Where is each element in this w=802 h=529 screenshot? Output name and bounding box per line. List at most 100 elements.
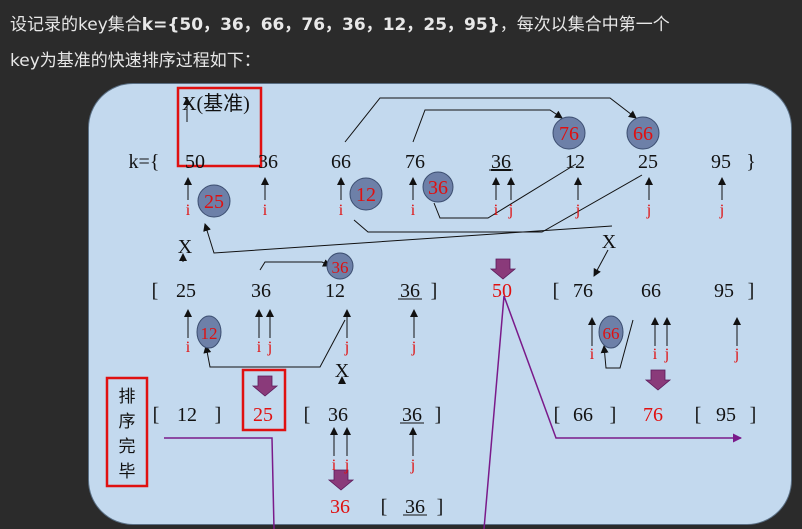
row1-item: 50: [185, 151, 205, 173]
pointer-i: i: [186, 339, 191, 356]
row2-left-item: 25: [176, 280, 196, 302]
intro-text-c: ，每次以集合中第一个: [499, 15, 670, 35]
row2-right-item: 66: [641, 280, 661, 302]
pointer-j: j: [411, 339, 416, 356]
subresult-highlight-box: [241, 368, 287, 432]
pointer-i: i: [186, 202, 191, 219]
bracket-open: [: [381, 496, 388, 518]
done-char: 毕: [119, 462, 136, 482]
partition-connectors: [164, 295, 742, 529]
row2-right-item: 95: [714, 280, 734, 302]
swap-circle: [422, 171, 454, 203]
row-2: [ 25 36 12 36 ] 50 [ 76 66 95 ]: [152, 280, 755, 302]
pointer-j: j: [664, 346, 669, 363]
row1-item: 76: [405, 151, 425, 173]
row-3: [ 12 ] 25 [ 36 36 ] [ 66 ] 76 [ 95 ]: [153, 404, 757, 426]
pointer-j: j: [719, 202, 724, 219]
bracket-close: ]: [437, 496, 444, 518]
row3-item: 95: [716, 404, 736, 426]
row1-item: 66: [331, 151, 351, 173]
pointer-i: i: [339, 202, 344, 219]
bracket-open: [: [304, 404, 311, 426]
bracket-open: [: [153, 404, 160, 426]
done-note: 排 序 完 毕: [119, 387, 136, 482]
pointer-i: i: [590, 346, 595, 363]
bracket-open: [: [554, 404, 561, 426]
pointer-j: j: [344, 457, 349, 474]
bracket-close: ]: [431, 280, 438, 302]
down-arrow-icon: [644, 369, 672, 391]
row2-left-item: 12: [325, 280, 345, 302]
done-char: 序: [119, 412, 136, 432]
circle-value: 12: [201, 324, 218, 343]
swap-circle: [626, 116, 660, 150]
row2-pivot: 50: [492, 280, 512, 302]
bracket-close: ]: [215, 404, 222, 426]
pointer-j: j: [646, 202, 651, 219]
row1-pointers: i i i i i j j j j: [186, 202, 724, 219]
pointer-j: j: [734, 346, 739, 363]
row3-item: 25: [253, 404, 273, 426]
pointer-i: i: [411, 202, 416, 219]
x-mark: X: [602, 231, 617, 253]
key-set-text: k={50，36，66，76，36，12，25，95}: [141, 15, 500, 35]
pointer-i: i: [257, 339, 262, 356]
pointer-j: j: [344, 339, 349, 356]
pointer-j: j: [410, 457, 415, 474]
row3-item: 36: [402, 404, 422, 426]
pivot-note: X(基准): [182, 92, 250, 115]
row-4: 36 [ 36 ]: [330, 496, 443, 518]
pointer-j: j: [508, 202, 513, 219]
row3-item: 12: [177, 404, 197, 426]
row3-pointers: i j j: [332, 457, 415, 474]
row3-item: 36: [328, 404, 348, 426]
bracket-open: [: [553, 280, 560, 302]
row2-left-item: 36: [400, 280, 420, 302]
circle-value: 76: [559, 123, 579, 145]
bracket-close: ]: [435, 404, 442, 426]
done-char: 排: [119, 387, 136, 407]
intro-line-2: key为基准的快速排序过程如下：: [10, 51, 261, 71]
swap-circles: [196, 116, 660, 349]
pointer-i: i: [494, 202, 499, 219]
bracket-close: ]: [748, 280, 755, 302]
done-char: 完: [119, 437, 136, 457]
circle-value: 66: [603, 324, 620, 343]
row3-item: 76: [643, 404, 663, 426]
row4-item: 36: [405, 496, 425, 518]
x-mark: X: [178, 236, 193, 258]
pivot-highlight-box: [176, 86, 263, 168]
row1-item: 36: [491, 151, 511, 173]
swap-circle: [552, 116, 586, 150]
pointer-j: j: [575, 202, 580, 219]
row2-pointers: i i j j j i i j j: [186, 339, 739, 363]
down-arrow-icon: [327, 469, 355, 491]
done-highlight-box: [105, 376, 149, 488]
bracket-open: [: [695, 404, 702, 426]
row1-item: 25: [638, 151, 658, 173]
bracket-close: ]: [750, 404, 757, 426]
row2-left-item: 36: [251, 280, 271, 302]
row3-item: 66: [573, 404, 593, 426]
swap-circle: [598, 315, 624, 349]
pointer-j: j: [267, 339, 272, 356]
row1-item: 95: [711, 151, 731, 173]
row1-item: 12: [565, 151, 585, 173]
pointer-i: i: [263, 202, 268, 219]
intro-line-1: 设记录的key集合k={50，36，66，76，36，12，25，95}，每次以…: [10, 10, 670, 35]
bracket-close: ]: [610, 404, 617, 426]
circle-value: 66: [633, 123, 653, 145]
row1-item: 36: [258, 151, 278, 173]
x-mark: X: [335, 360, 350, 382]
set-close: }: [746, 151, 756, 173]
circle-value: 12: [356, 184, 376, 206]
down-arrow-icon: [489, 258, 517, 280]
swap-circle: [326, 252, 354, 280]
row2-right-item: 76: [573, 280, 593, 302]
intro-text-a: 设记录的key集合: [10, 15, 142, 35]
diagram-panel: [88, 83, 792, 525]
row-1: k={ 50 36 66 76 36 12 25 95 }: [129, 151, 756, 173]
pointer-i: i: [332, 457, 337, 474]
set-open: k={: [129, 151, 160, 173]
